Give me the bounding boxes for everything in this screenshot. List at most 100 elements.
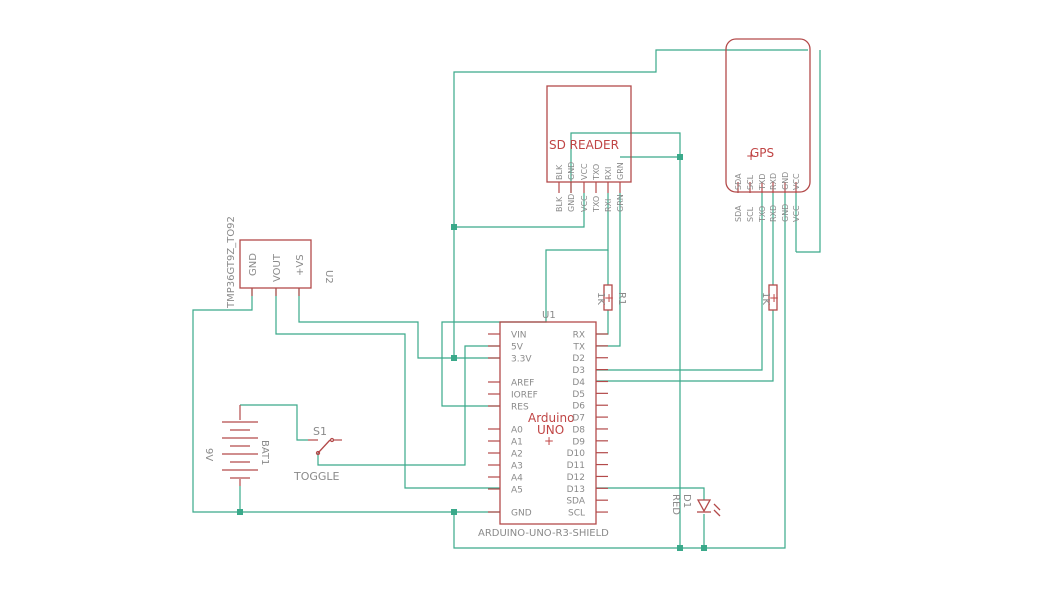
resistor-r1-origin: + [604, 291, 614, 305]
arduino-pin-label: VIN [511, 331, 527, 341]
gps-body [725, 38, 811, 193]
arduino-name-1: Arduino [528, 411, 574, 425]
sd-pin-label: TXO [592, 164, 601, 181]
sd-reader[interactable]: SD READER BLK GND VCC TXO RXI GRN BLK GN… [546, 85, 632, 213]
arduino-part: ARDUINO-UNO-R3-SHIELD [478, 528, 609, 539]
battery-value: 9V [203, 448, 214, 461]
wire-bat-top [240, 404, 308, 441]
junction [677, 154, 683, 160]
toggle-switch[interactable]: S1 TOGGLE [293, 425, 342, 483]
temp-pin-label: VOUT [272, 253, 283, 282]
resistor-r1-value: 1K [595, 292, 606, 305]
gps-pin-label: TXD [758, 173, 767, 191]
arduino-pin-label: D5 [572, 390, 585, 400]
gps-pin-label: SDA [734, 205, 743, 222]
gps-pin-label: GND [781, 204, 790, 222]
arduino-pin-label: RX [573, 331, 585, 341]
arduino-ref: U1 [542, 310, 556, 321]
wire-gps-txo [596, 193, 763, 371]
arduino-pin-label: SCL [568, 509, 585, 519]
wire-top-loop [796, 50, 821, 253]
wire-temp-vout [275, 288, 500, 489]
arduino-pin-label: IOREF [511, 391, 538, 401]
sd-reader-outer-labels: BLK GND VCC TXO RXI GRN [555, 194, 625, 213]
temp-sensor-part: TMP36GT9Z_TO92 [226, 216, 237, 309]
wire-switch-out [317, 345, 500, 466]
battery-ref: BAT1 [259, 440, 270, 465]
arduino-pin-label: D11 [567, 461, 585, 471]
arduino-pin-label: A4 [511, 474, 523, 484]
gps-pin-label: RXD [769, 173, 778, 190]
sd-pin-label: TXO [592, 196, 601, 213]
led[interactable]: RED D1 [670, 494, 721, 517]
arduino-pin-label: A1 [511, 438, 523, 448]
arduino-pin-label: D10 [567, 449, 586, 459]
junctions [237, 154, 707, 551]
sd-pin-label: GND [567, 194, 576, 212]
temp-pin-label: +VS [295, 254, 306, 276]
wire-gps-gnd [453, 193, 786, 549]
led-color: RED [670, 494, 681, 515]
sd-reader-inner-labels: BLK GND VCC TXO RXI GRN [555, 162, 625, 181]
wire-gps-rxd-b [596, 310, 774, 382]
gps-outer-labels: SDA SCL TXO RXD GND VCC [734, 204, 801, 223]
arduino-pin-label: D7 [572, 414, 585, 424]
junction [701, 545, 707, 551]
arduino-pin-label: 3.3V [511, 355, 532, 365]
sd-pin-label: RXI [604, 199, 613, 212]
battery[interactable]: 9V BAT1 [203, 405, 270, 486]
gps-module[interactable]: GPS + SDA SCL TXD RXD GND VCC SDA SCL TX… [725, 38, 811, 223]
wire-sd-gnd [570, 132, 681, 548]
arduino-pin-label: D9 [572, 437, 585, 447]
resistor-r2-origin: + [769, 291, 779, 305]
junction [237, 509, 243, 515]
resistor-r1-body [603, 284, 613, 311]
wire-sd-vcc [454, 193, 585, 228]
gps-pin-label: RXD [769, 205, 778, 222]
wire-gps-vcc-top [453, 49, 808, 359]
arduino-body [499, 321, 597, 525]
gps-pin-label: TXO [758, 206, 767, 223]
sd-reader-title: SD READER [549, 138, 619, 152]
gps-pin-label: SCL [746, 206, 755, 222]
arduino-pin-label: D4 [572, 378, 585, 388]
sd-pin-label: GND [567, 162, 576, 180]
wire-temp-vs [298, 288, 454, 359]
resistor-r2-body [768, 284, 778, 311]
sd-pin-label: BLK [555, 164, 564, 180]
arduino-pin-label: D6 [572, 402, 585, 412]
arduino-pin-label: D3 [572, 366, 585, 376]
arduino-pin-label: SDA [566, 497, 585, 507]
arduino-pin-label: A5 [511, 486, 523, 496]
arduino-pin-label: A0 [511, 426, 523, 436]
gps-pin-label: VCC [792, 205, 801, 222]
arduino-uno[interactable]: U1 Arduino UNO + ARDUINO-UNO-R3-SHIELD V… [478, 310, 609, 539]
switch-ref: S1 [313, 425, 327, 438]
arduino-pin-label: TX [572, 342, 585, 352]
sd-reader-body [546, 85, 632, 183]
led-ref: D1 [681, 494, 692, 508]
gps-pins [737, 182, 797, 193]
arduino-pin-label: AREF [511, 379, 534, 389]
resistor-r2-value: 1K [760, 292, 771, 305]
sd-pin-label: RXI [604, 167, 613, 180]
switch-type: TOGGLE [293, 470, 340, 483]
arduino-pin-label: A2 [511, 450, 523, 460]
resistor-r2[interactable]: 1K + [760, 284, 779, 311]
led-triangle [696, 499, 712, 513]
arduino-pin-label: D2 [572, 354, 585, 364]
sd-pin-label: VCC [580, 195, 589, 212]
sd-pin-label: GRN [616, 194, 625, 212]
wire-temp-gnd [192, 288, 500, 513]
gps-pin-label: SDA [734, 173, 743, 190]
arduino-name-2: UNO [537, 423, 564, 437]
junction [451, 224, 457, 230]
sd-pin-label: GRN [616, 162, 625, 180]
resistor-r1[interactable]: 1K R1 + [595, 284, 627, 311]
sd-pin-label: BLK [555, 196, 564, 212]
arduino-pin-label: A3 [511, 462, 523, 472]
temp-sensor[interactable]: GND VOUT +VS TMP36GT9Z_TO92 U2 [226, 216, 334, 309]
gps-pin-label: GND [781, 172, 790, 190]
